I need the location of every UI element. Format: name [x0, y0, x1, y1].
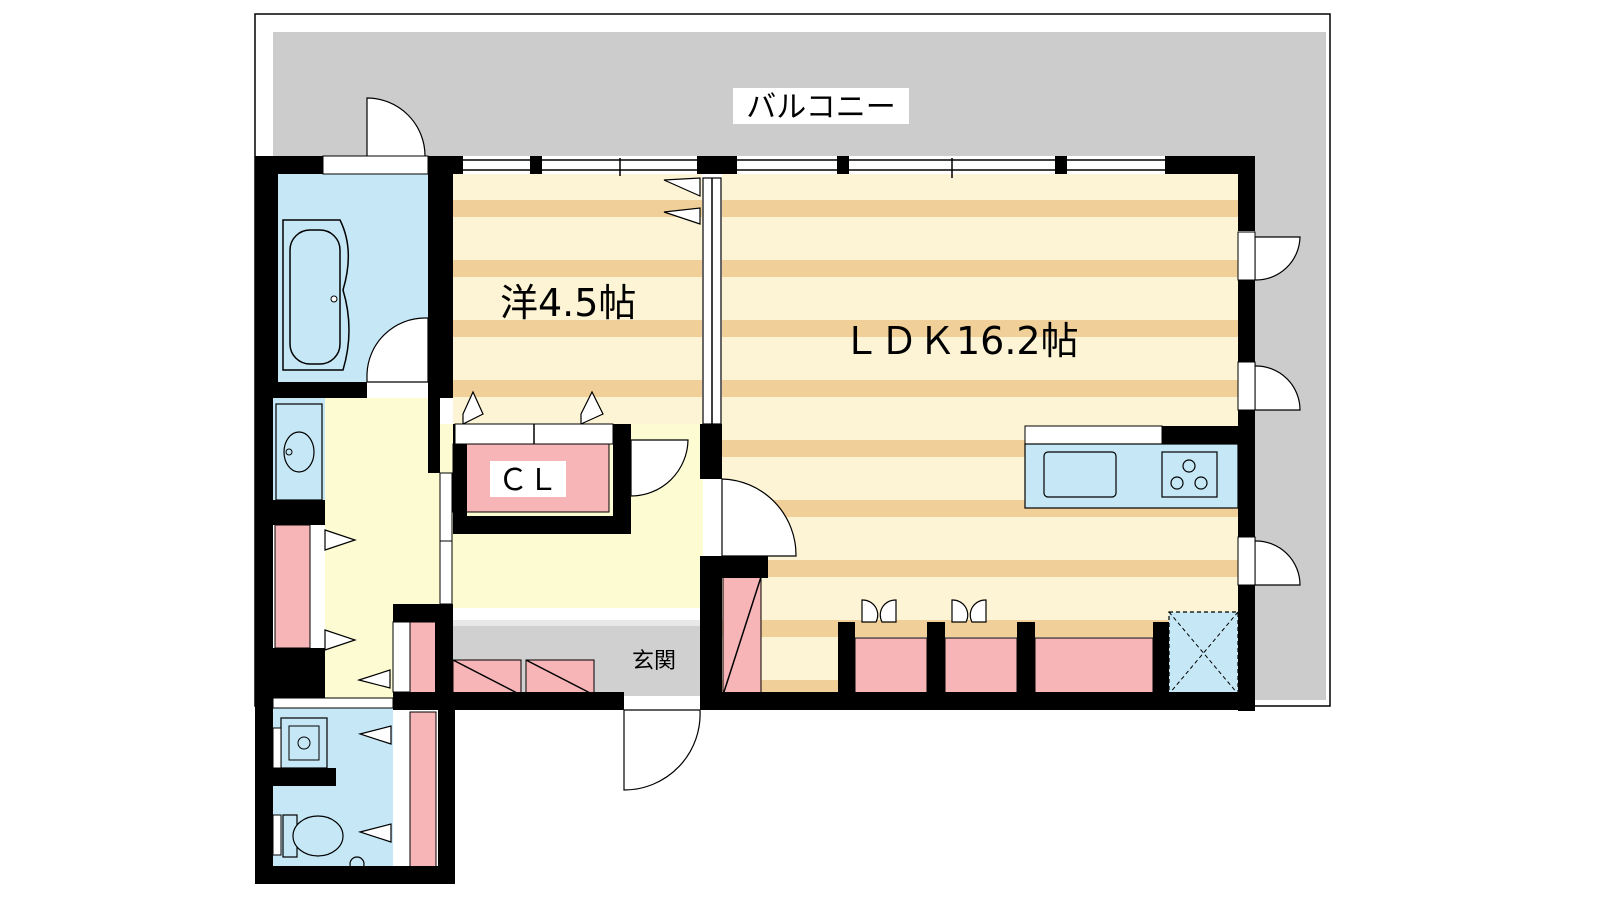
windows: [272, 158, 1165, 709]
ldk-storage-2: [944, 637, 1018, 697]
doors: [272, 97, 1301, 856]
bathtub-icon: [282, 219, 350, 371]
window-door-2: [1254, 362, 1301, 411]
ldk-storage-1: [854, 637, 928, 697]
balcony-label: バルコニー: [746, 90, 895, 125]
sink-icon: [275, 403, 323, 501]
window-door-3: [1254, 537, 1301, 586]
entrance-label: 玄関: [632, 649, 676, 674]
closet-label: ＣＬ: [498, 463, 558, 498]
entrance-door: [623, 709, 701, 791]
kitchen-counter: [1024, 425, 1239, 509]
walls: [255, 156, 1255, 884]
stove-icon: [1161, 451, 1218, 498]
bathroom-door: [366, 317, 429, 383]
ldk-label: ＬＤＫ16.2帖: [842, 319, 1079, 363]
hall-door: [630, 439, 689, 497]
ldk-storage-3: [1034, 637, 1154, 697]
toilet-storage: [409, 711, 437, 875]
refrigerator-icon: [1168, 611, 1239, 695]
ldk-door: [721, 478, 797, 557]
kitchen-sink-icon: [1043, 451, 1117, 498]
washing-machine-icon: [280, 717, 328, 769]
western-room-floor: [453, 174, 702, 424]
western-room-label: 洋4.5帖: [500, 281, 636, 325]
window-door-1: [1254, 236, 1301, 281]
room-labels: バルコニー 洋4.5帖 ＬＤＫ16.2帖 ＣＬ 玄関: [490, 88, 1079, 674]
washroom-shelf: [274, 524, 311, 649]
balcony-door: [366, 97, 426, 157]
entrance-shelf: [409, 621, 437, 698]
sliding-door: [439, 472, 453, 542]
